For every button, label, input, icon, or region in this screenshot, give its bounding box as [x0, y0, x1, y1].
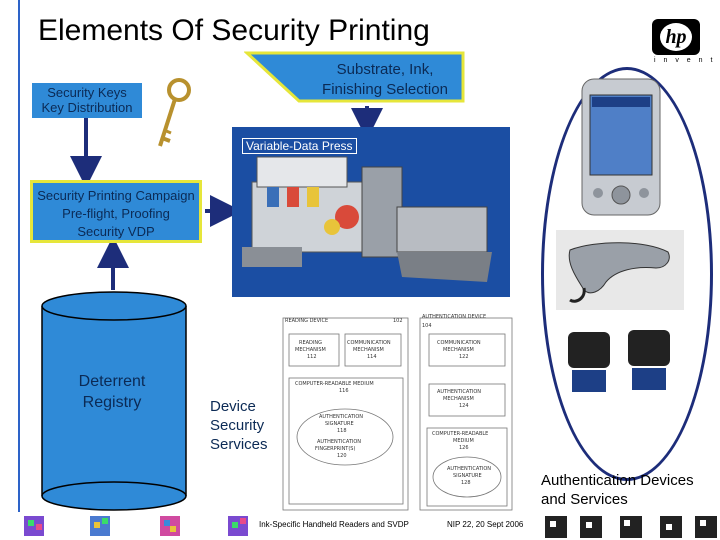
logo-tagline: i n v e n t: [654, 57, 716, 64]
crm2-1: COMPUTER-READABLE: [432, 431, 488, 437]
auth-mech-3: 124: [459, 403, 469, 409]
left-accent-rule: [18, 0, 20, 512]
fp-3: 120: [337, 453, 347, 459]
campaign-line-2: Pre-flight, Proofing: [62, 206, 170, 221]
footer-pattern: [24, 516, 717, 538]
auth-line-2: and Services: [541, 491, 628, 508]
device-line-3: Services: [210, 436, 268, 453]
crm1-1: COMPUTER-READABLE MEDIUM: [295, 381, 374, 387]
auth-device-num: 104: [422, 323, 432, 329]
keys-line-1: Security Keys: [47, 85, 127, 100]
comm-mech2-2: MECHANISM: [443, 347, 474, 353]
registry-label: Deterrent Registry: [62, 371, 162, 413]
device-line-2: Security: [210, 417, 265, 434]
campaign-line-1: Security Printing Campaign: [37, 188, 195, 203]
page-title: Elements Of Security Printing: [38, 14, 430, 47]
reader-card-2-image: [628, 330, 670, 390]
device-services-label: Device Security Services: [210, 397, 268, 454]
auth-device-label: AUTHENTICATION DEVICE: [422, 314, 486, 320]
press-label: Variable-Data Press: [242, 138, 357, 154]
fp-2: FINGERPRINT(S): [315, 446, 355, 452]
reading-device-num: 102: [393, 318, 403, 324]
security-keys-box: Security Keys Key Distribution: [32, 83, 142, 118]
reader-card-1-image: [568, 332, 610, 392]
registry-line-1: Deterrent: [78, 373, 146, 390]
auth-mech-1: AUTHENTICATION: [437, 389, 481, 395]
security-campaign-box: Security Printing Campaign Pre-flight, P…: [30, 180, 202, 243]
sig1-3: 118: [337, 428, 347, 434]
footer-left-text: Ink-Specific Handheld Readers and SVDP: [259, 520, 409, 529]
campaign-line-3: Security VDP: [77, 224, 155, 239]
reading-mech-2: MECHANISM: [295, 347, 326, 353]
crm1-2: 116: [339, 388, 349, 394]
scanner-device-image: [556, 230, 684, 310]
sig2-3: 128: [461, 480, 471, 486]
patent-diagram: READING DEVICE 102 AUTHENTICATION DEVICE…: [277, 312, 517, 516]
printing-press-illustration: [242, 156, 492, 282]
sig1-1: AUTHENTICATION: [319, 414, 363, 420]
comm-mech1-2: MECHANISM: [353, 347, 384, 353]
reading-device-label: READING DEVICE: [285, 318, 328, 324]
sig1-2: SIGNATURE: [325, 421, 354, 427]
crm2-2: MEDIUM: [453, 438, 474, 444]
footer-right-text: NIP 22, 20 Sept 2006: [447, 520, 524, 529]
comm-mech1-3: 114: [367, 354, 377, 360]
comm-mech2-1: COMMUNICATION: [437, 340, 481, 346]
reading-mech-1: READING: [299, 340, 322, 346]
comm-mech1-1: COMMUNICATION: [347, 340, 391, 346]
registry-cylinder: [41, 291, 187, 511]
device-line-1: Device: [210, 398, 256, 415]
auth-devices-label: Authentication Devices and Services: [541, 471, 694, 509]
reading-mech-3: 112: [307, 354, 317, 360]
registry-line-2: Registry: [82, 394, 142, 411]
auth-line-1: Authentication Devices: [541, 472, 694, 489]
pda-device-image: [581, 78, 661, 216]
hp-logo: hp: [652, 19, 700, 55]
sig2-1: AUTHENTICATION: [447, 466, 491, 472]
press-image: [232, 127, 510, 297]
key-icon: [158, 78, 191, 147]
substrate-box-shape: [244, 51, 465, 103]
comm-mech2-3: 122: [459, 354, 469, 360]
devices-oval: [541, 67, 713, 481]
substrate-line-1: Substrate, Ink,: [336, 61, 434, 78]
substrate-box-label: Substrate, Ink, Finishing Selection: [300, 60, 470, 100]
substrate-line-2: Finishing Selection: [322, 81, 448, 98]
hp-logo-mark: hp: [660, 23, 692, 51]
crm2-3: 126: [459, 445, 469, 451]
keys-line-2: Key Distribution: [41, 100, 133, 115]
sig2-2: SIGNATURE: [453, 473, 482, 479]
auth-mech-2: MECHANISM: [443, 396, 474, 402]
fp-1: AUTHENTICATION: [317, 439, 361, 445]
